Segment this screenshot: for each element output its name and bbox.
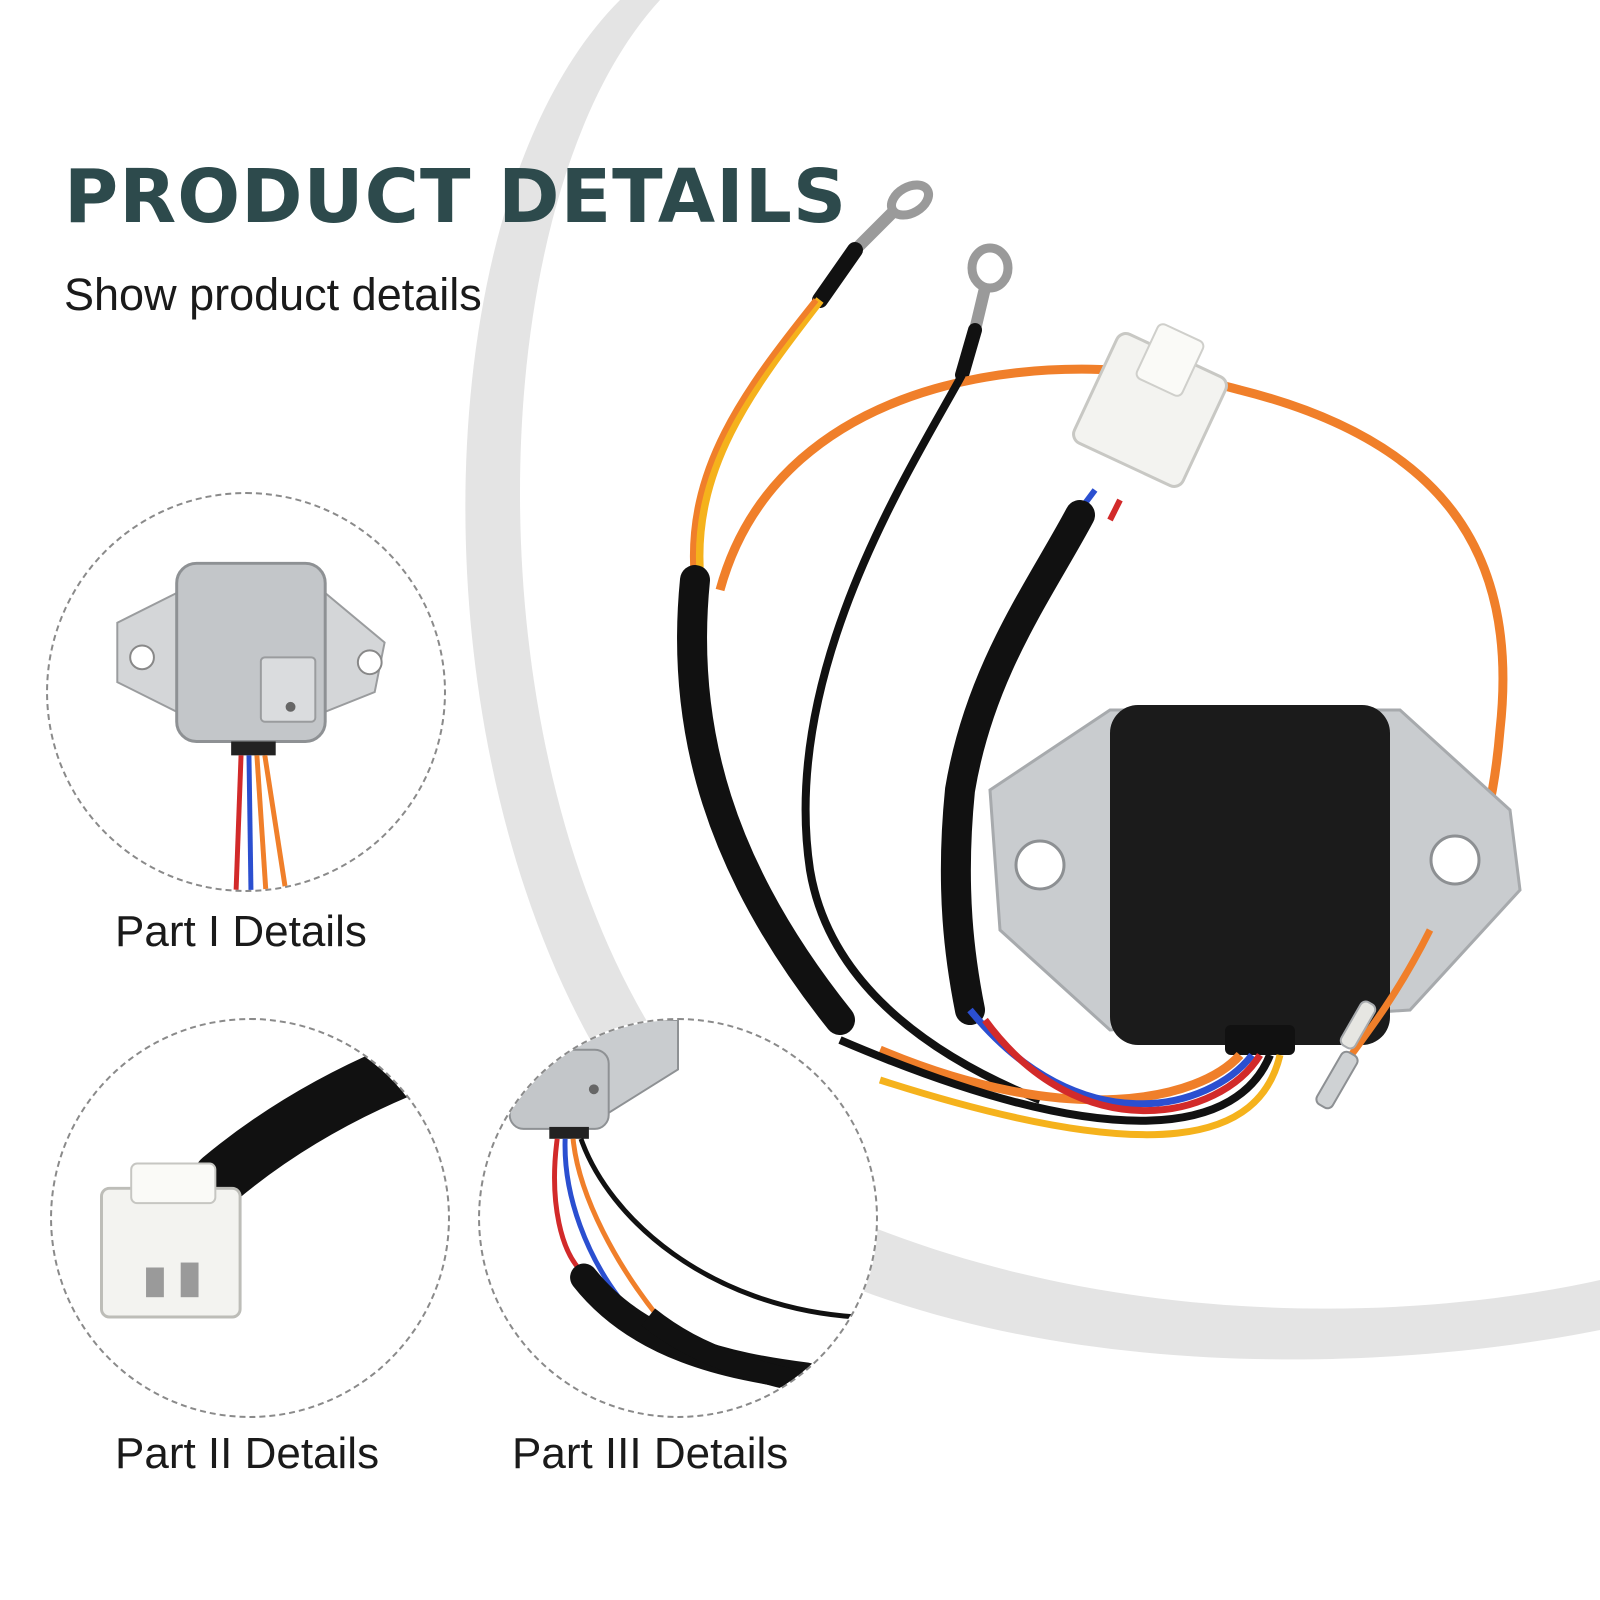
voltage-regulator-with-wiring-icon	[676, 180, 1522, 1139]
page-title: PRODUCT DETAILS	[64, 154, 848, 240]
detail-circle-part-3	[478, 1018, 878, 1418]
ring-terminal-2	[955, 243, 1013, 382]
connector-housing	[1072, 323, 1228, 488]
detail-circle-part-1	[46, 492, 446, 892]
caption-part-1: Part I Details	[115, 907, 367, 956]
caption-part-3: Part III Details	[512, 1429, 789, 1478]
page-subtitle: Show product details	[64, 269, 482, 320]
main-product-image	[640, 170, 1560, 1200]
wiring-harness-closeup-icon	[508, 1020, 876, 1407]
connector-plug-closeup-icon	[100, 1032, 448, 1319]
regulator-closeup-icon	[116, 561, 386, 890]
detail-circle-part-2	[50, 1018, 450, 1418]
caption-part-2: Part II Details	[115, 1429, 380, 1478]
regulator-body	[988, 705, 1522, 1055]
ring-terminal-1	[812, 180, 933, 308]
